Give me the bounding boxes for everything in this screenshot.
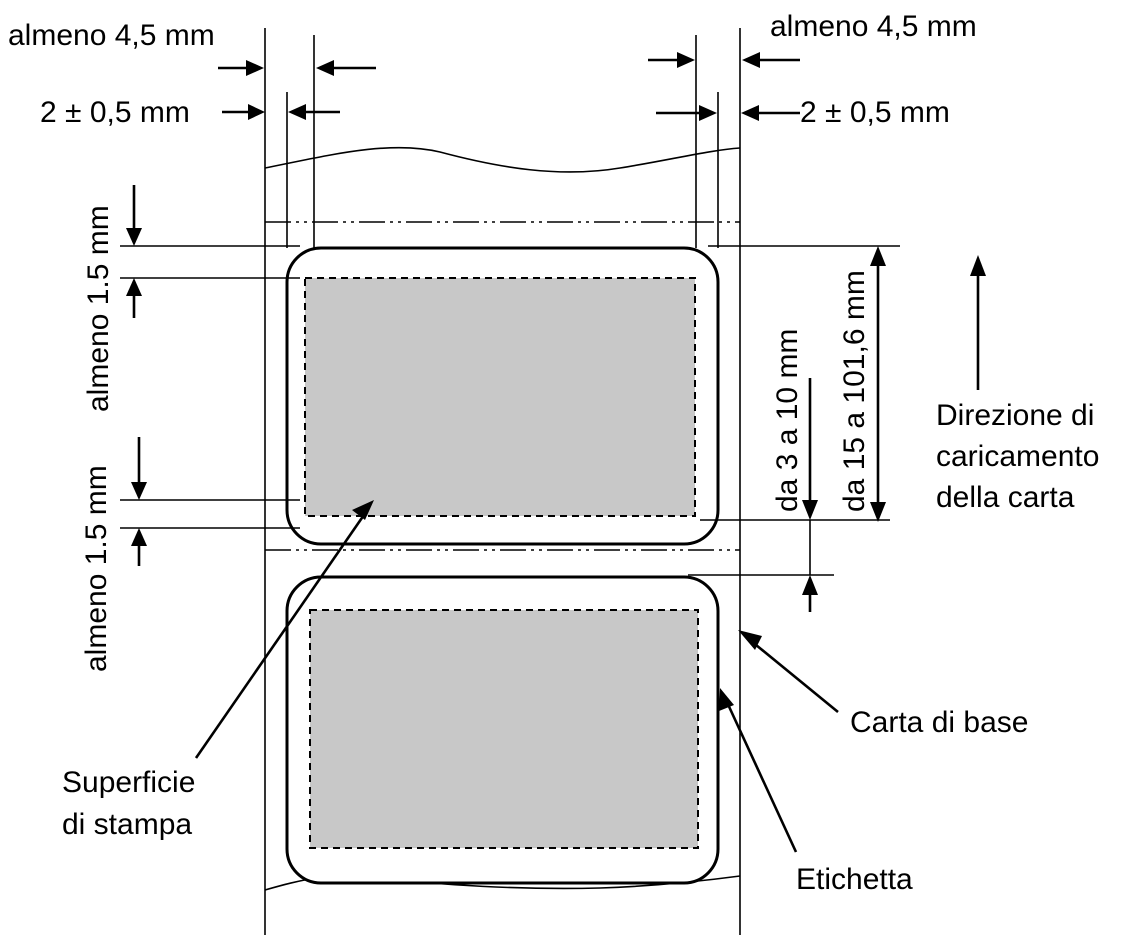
arrow-top-margin-upper [126,185,142,318]
arrow-offset-right [656,105,800,121]
leader-print-surface [194,500,374,759]
arrow-gap [802,378,818,612]
text-gap: da 3 a 10 mm [771,329,804,512]
text-label: Etichetta [796,863,913,896]
text-direction-line1: Direzione di [936,399,1094,432]
text-label-height: da 15 a 101,6 mm [838,270,871,512]
leader-base-paper [738,630,839,714]
leader-label [719,688,798,853]
arrow-direction [970,255,986,390]
label-lower [285,575,720,885]
text-offset-left: 2 ± 0,5 mm [40,96,190,129]
text-top-margin-upper: almeno 1.5 mm [82,205,115,412]
arrow-top-margin-lower [131,437,147,566]
text-direction-line3: della carta [936,481,1075,514]
horizontal-extension-lines [120,245,900,576]
text-print-surface-line2: di stampa [62,808,192,841]
text-print-surface-line1: Superficie [62,766,195,799]
arrow-margin-right [648,52,800,68]
text-base-paper: Carta di base [850,706,1028,739]
text-margin-left-top: almeno 4,5 mm [8,19,215,52]
arrow-label-height [870,246,886,522]
text-top-margin-lower: almeno 1.5 mm [80,465,113,672]
label-upper [285,246,720,546]
arrow-offset-left [222,104,340,120]
text-margin-right-top: almeno 4,5 mm [770,10,977,43]
arrow-margin-left [218,60,376,76]
text-offset-right: 2 ± 0,5 mm [800,96,950,129]
text-direction-line2: caricamento [936,440,1099,473]
